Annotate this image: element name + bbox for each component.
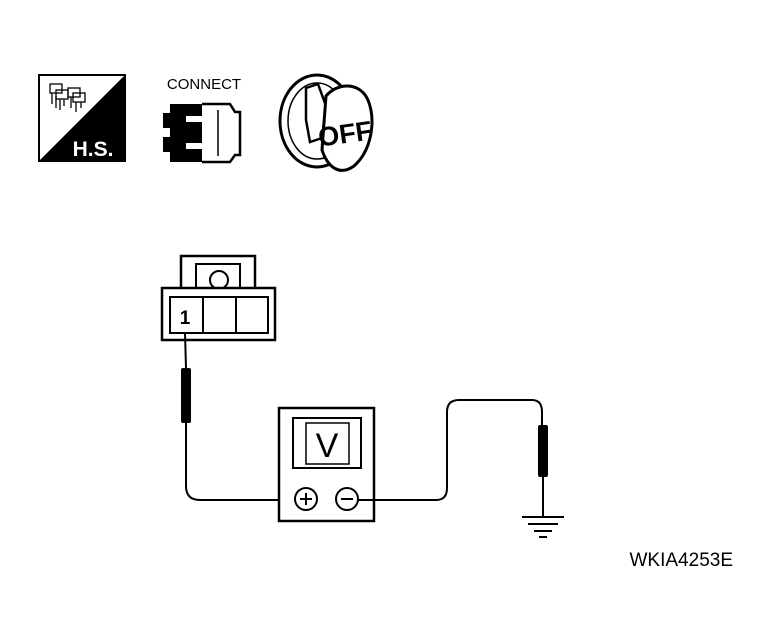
ignition-off-icon: OFF xyxy=(278,73,374,172)
figure-id: WKIA4253E xyxy=(630,550,734,571)
connector-lock-icon xyxy=(209,270,229,290)
harness-sketch-icon xyxy=(49,83,86,112)
terminal-1-label: 1 xyxy=(180,308,191,329)
voltmeter: V xyxy=(277,406,376,523)
harness-connector: 1 xyxy=(160,254,277,342)
negative-probe xyxy=(358,399,548,516)
connect-icon: CONNECT xyxy=(163,76,242,164)
harness-side-label: H.S. xyxy=(73,138,114,161)
ground-icon xyxy=(522,516,564,538)
positive-probe xyxy=(181,332,294,501)
connect-label: CONNECT xyxy=(167,76,241,93)
voltmeter-display: V xyxy=(316,427,339,465)
harness-side-icon: H.S. xyxy=(38,74,126,162)
ignition-off-label: OFF xyxy=(316,115,374,152)
